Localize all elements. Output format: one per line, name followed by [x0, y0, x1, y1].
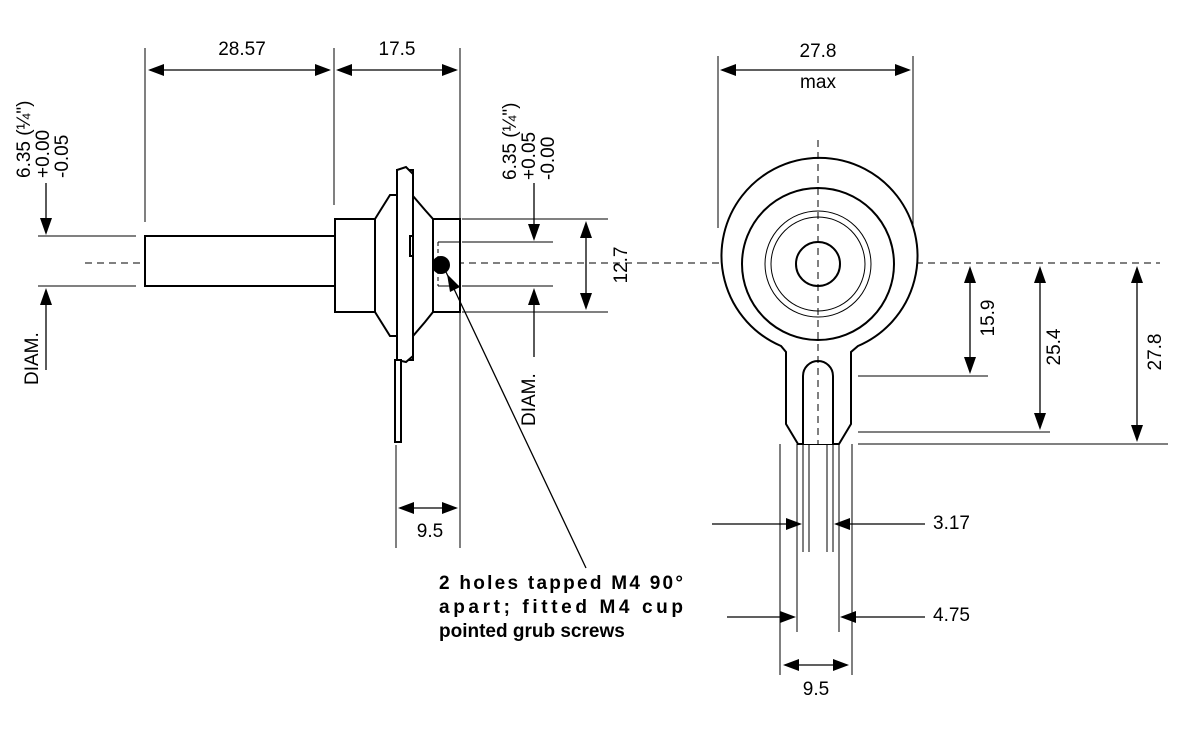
- bore-diam-text-3: -0.00: [538, 137, 559, 180]
- dim-15-9: 15.9: [964, 266, 999, 374]
- dim-9-5-front: 9.5: [783, 659, 849, 700]
- shaft-diam-text-1: 6.35 (¼"): [14, 100, 35, 178]
- mounting-leg: [394, 359, 402, 443]
- dim-4-75: 4.75: [727, 605, 970, 626]
- note-leader-arrow: [447, 274, 460, 292]
- dim-28-57: 28.57: [148, 39, 331, 76]
- dim-3-17-text: 3.17: [933, 513, 970, 534]
- dim-15-9-text: 15.9: [978, 300, 999, 337]
- dim-9-5-side: 9.5: [395, 445, 458, 548]
- dim-17-5-text: 17.5: [379, 39, 416, 60]
- dim-27-8-height: 27.8: [1131, 266, 1166, 442]
- hub-rear-taper: [412, 193, 434, 339]
- dim-17-5: 17.5: [336, 39, 458, 76]
- dim-3-17: 3.17: [712, 513, 970, 534]
- note-line-2: apart; fitted M4 cup: [439, 597, 683, 618]
- dim-27-8-width: 27.8 max: [717, 41, 914, 228]
- hub-ring-1: [764, 210, 872, 318]
- dim-25-4: 25.4: [1034, 266, 1065, 430]
- note-leader-line: [445, 271, 587, 569]
- note-line-3: pointed grub screws: [439, 621, 625, 642]
- shaft-diam-label: DIAM.: [22, 332, 43, 385]
- dim-28-57-text: 28.57: [218, 39, 266, 60]
- front-view: 27.8 max 15.9 25.4 27.8: [640, 41, 1168, 700]
- grub-screw-note: 2 holes tapped M4 90° apart; fitted M4 c…: [439, 573, 683, 642]
- dim-shaft-diam: 6.35 (¼") +0.00 -0.05 DIAM.: [14, 100, 136, 385]
- dim-27-8-width-text: 27.8: [800, 41, 837, 62]
- dim-25-4-text: 25.4: [1044, 328, 1065, 365]
- bore-diam-text-2: +0.05: [519, 132, 540, 180]
- shaft-diam-text-3: -0.05: [52, 135, 73, 178]
- dim-27-8-width-note: max: [800, 72, 836, 93]
- dim-12-7: 12.7: [462, 218, 632, 313]
- dim-bore-diam: 6.35 (¼") +0.05 -0.00 DIAM.: [462, 102, 559, 426]
- hub-flange-taper: [374, 194, 398, 337]
- dim-9-5-front-text: 9.5: [803, 679, 829, 700]
- dim-27-8-height-text: 27.8: [1145, 334, 1166, 371]
- side-view: 28.57 17.5: [14, 39, 683, 642]
- dim-4-75-text: 4.75: [933, 605, 970, 626]
- hub-body: [334, 218, 376, 313]
- bore-diam-text-1: 6.35 (¼"): [500, 102, 521, 180]
- dim-12-7-text: 12.7: [611, 247, 632, 284]
- dim-9-5-side-text: 9.5: [417, 521, 443, 542]
- flange-lip: [396, 165, 414, 364]
- bore-diam-label: DIAM.: [519, 373, 540, 426]
- grub-screw-hole-icon: [432, 256, 450, 274]
- shaft: [144, 235, 336, 287]
- note-line-1: 2 holes tapped M4 90°: [439, 573, 683, 594]
- shaft-diam-text-2: +0.00: [33, 130, 54, 178]
